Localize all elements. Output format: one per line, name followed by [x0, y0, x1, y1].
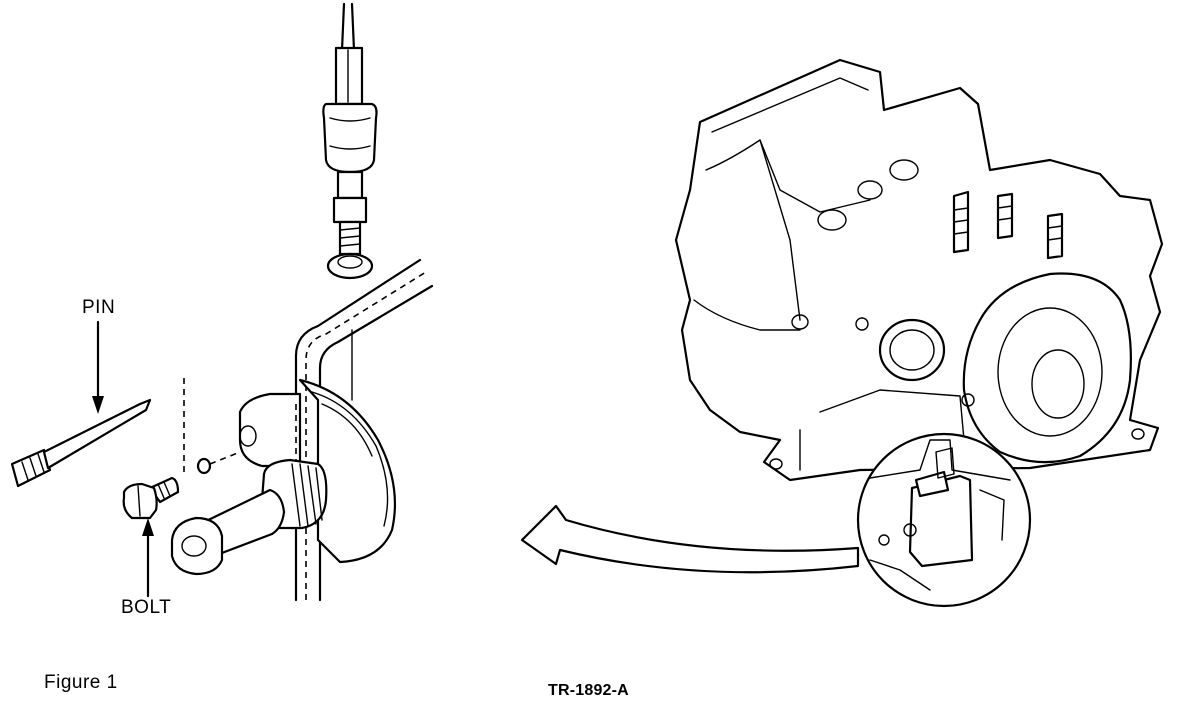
detail-magnifier-circle	[856, 432, 1032, 608]
pin	[10, 398, 152, 488]
transaxle-overview	[674, 58, 1164, 482]
washer-and-guides	[183, 378, 241, 475]
shift-cable-assembly	[322, 2, 378, 280]
transmission-case-section	[238, 258, 434, 602]
label-leaders	[92, 320, 154, 598]
shaft-bolt	[170, 458, 328, 576]
pin-label: PIN	[82, 297, 116, 318]
bolt-label: BOLT	[121, 597, 172, 618]
direction-arrow	[520, 504, 860, 574]
small-bolt	[122, 476, 180, 520]
reference-code: TR-1892-A	[548, 682, 629, 699]
figure-caption: Figure 1	[44, 672, 118, 693]
